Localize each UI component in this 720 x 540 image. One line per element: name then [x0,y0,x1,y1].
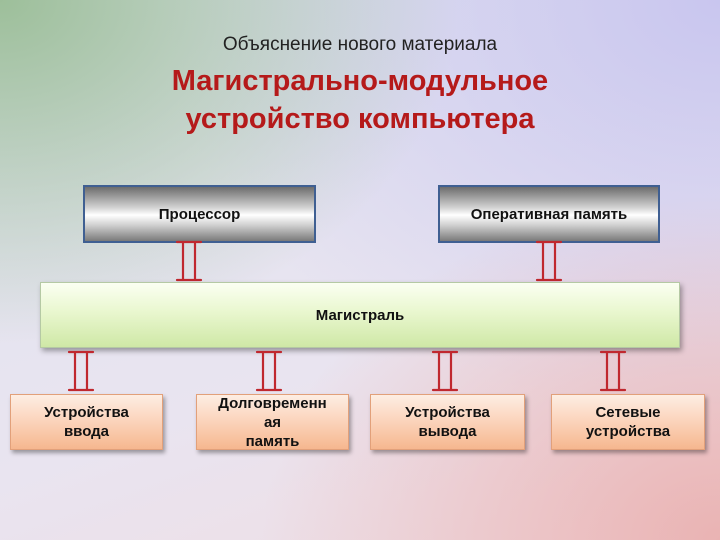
network-devices-box: Сетевые устройства [551,394,705,450]
output-devices-label: Устройства вывода [405,404,490,440]
long-term-memory-box: Долговременн ая память [196,394,349,450]
ram-label: Оперативная память [470,205,628,223]
long-term-memory-label: Долговременн ая память [218,394,327,450]
input-devices-label: Устройства ввода [44,404,129,440]
ram-box: Оперативная память [438,185,660,243]
output-bus-connector [431,350,459,392]
ram-bus-connector [535,240,563,282]
processor-bus-connector [175,240,203,282]
slide-title: Магистрально-модульное устройство компью… [0,62,720,138]
title-line-2: устройство компьютера [185,103,535,135]
bus-label: Магистраль [315,306,405,324]
title-line-1: Магистрально-модульное [171,65,549,97]
processor-box: Процессор [83,185,316,243]
output-devices-box: Устройства вывода [370,394,525,450]
network-bus-connector [599,350,627,392]
network-devices-label: Сетевые устройства [585,404,671,440]
input-devices-box: Устройства ввода [10,394,163,450]
bus-box: Магистраль [40,282,680,348]
input-bus-connector [67,350,95,392]
storage-bus-connector [255,350,283,392]
slide-subtitle: Объяснение нового материала [222,34,498,55]
processor-label: Процессор [158,205,241,223]
